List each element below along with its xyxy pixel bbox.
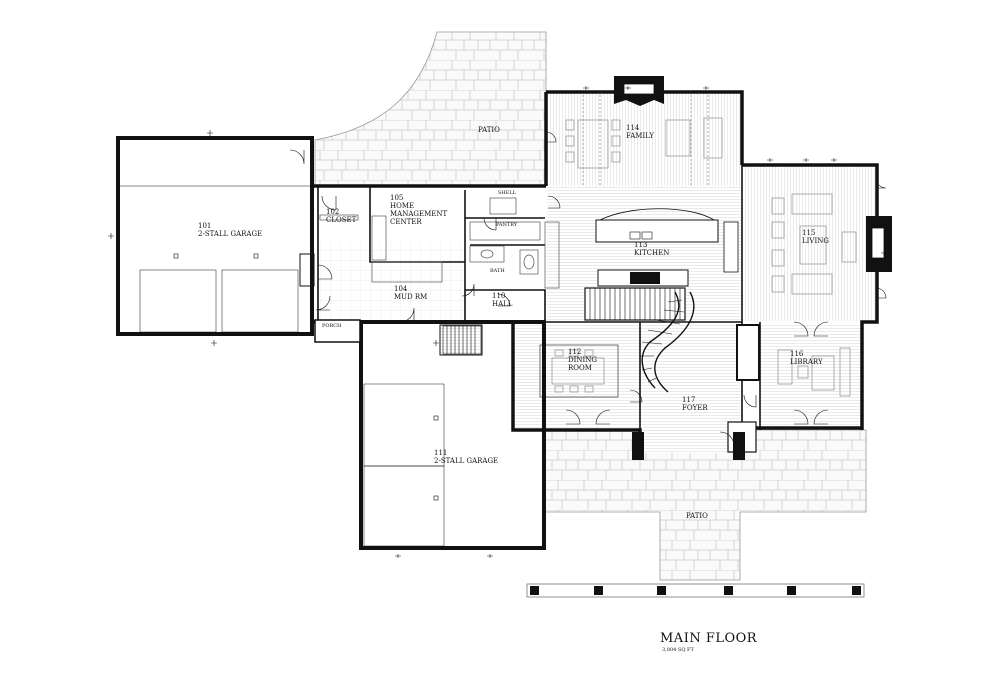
- room-name: BATH: [490, 268, 505, 274]
- room-name: PATIO: [478, 126, 500, 134]
- room-name: PATIO: [686, 512, 708, 520]
- room-name: DINING ROOM: [568, 356, 597, 372]
- room-number: 111: [434, 449, 448, 457]
- room-label-family-114: 114 FAMILY: [626, 124, 654, 140]
- room-number: 112: [568, 348, 582, 356]
- room-label-home-management-center-105: 105 HOME MANAGEMENT CENTER: [390, 194, 452, 226]
- room-number: 116: [790, 350, 804, 358]
- room-name: LIVING: [802, 237, 829, 245]
- room-label-closet-102: 102 CLOSET: [326, 208, 356, 224]
- room-number: 105: [390, 194, 404, 202]
- room-number: 114: [626, 124, 640, 132]
- patio-top: [314, 31, 547, 187]
- room-number: 102: [326, 208, 340, 216]
- room-name: HOME MANAGEMENT CENTER: [390, 202, 448, 226]
- room-number: 113: [634, 241, 648, 249]
- plan-area: 3,804 SQ FT: [662, 647, 694, 653]
- patio-bottom: [542, 429, 867, 581]
- room-name: HALL: [492, 300, 513, 308]
- room-name: PORCH: [322, 323, 342, 329]
- pergola: [526, 583, 865, 598]
- room-name: CLOSET: [326, 216, 357, 224]
- room-name: FAMILY: [626, 132, 655, 140]
- room-label-garage-111: 111 2-STALL GARAGE: [434, 449, 498, 465]
- room-label-patio-bottom: PATIO: [686, 512, 708, 520]
- room-label-bath: BATH: [490, 268, 505, 274]
- plan-title: MAIN FLOOR: [660, 631, 758, 646]
- room-label-hall-110: 110 HALL: [492, 292, 512, 308]
- room-label-foyer-117: 117 FOYER: [682, 396, 708, 412]
- room-number: 117: [682, 396, 696, 404]
- room-number: 110: [492, 292, 506, 300]
- room-label-kitchen-113: 113 KITCHEN: [634, 241, 669, 257]
- room-label-shell: SHELL: [498, 190, 516, 196]
- room-label-porch: PORCH: [322, 323, 341, 329]
- room-name: 2-STALL GARAGE: [198, 230, 263, 238]
- room-number: 101: [198, 222, 212, 230]
- room-label-pantry: PANTRY: [496, 222, 517, 228]
- room-name: FOYER: [682, 404, 708, 412]
- room-label-dining-room-112: 112 DINING ROOM: [568, 348, 608, 372]
- stair: [584, 287, 695, 393]
- room-name: MUD RM: [394, 293, 428, 301]
- room-label-mud-room-104: 104 MUD RM: [394, 285, 427, 301]
- room-label-garage-101: 101 2-STALL GARAGE: [198, 222, 262, 238]
- room-name: LIBRARY: [790, 358, 823, 366]
- room-name: 2-STALL GARAGE: [434, 457, 499, 465]
- room-name: PANTRY: [496, 222, 518, 228]
- room-number: 104: [394, 285, 408, 293]
- garage-111: [359, 320, 546, 550]
- room-name: KITCHEN: [634, 249, 670, 257]
- room-label-patio-top: PATIO: [478, 126, 500, 134]
- room-name: SHELL: [498, 190, 517, 196]
- room-number: 115: [802, 229, 816, 237]
- room-label-living-115: 115 LIVING: [802, 229, 829, 245]
- room-label-library-116: 116 LIBRARY: [790, 350, 823, 366]
